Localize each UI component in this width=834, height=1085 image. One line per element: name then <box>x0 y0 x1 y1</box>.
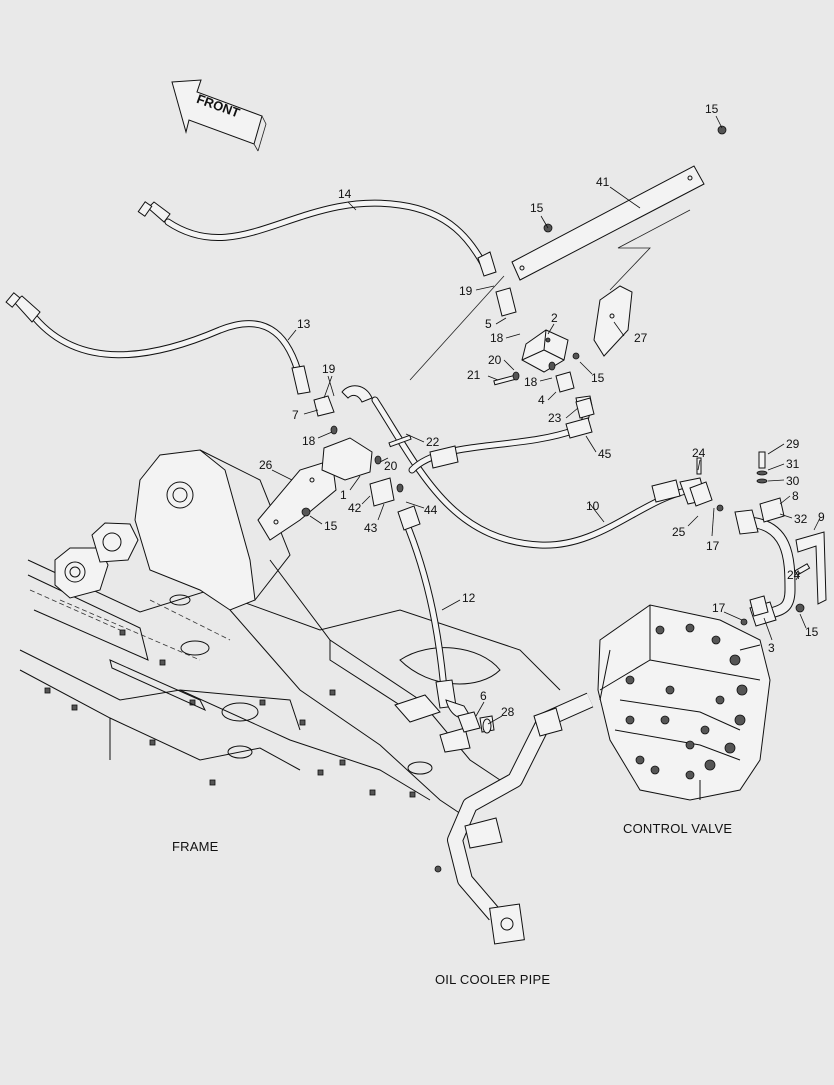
callout-21: 21 <box>467 368 481 382</box>
callout-17a: 17 <box>706 539 720 553</box>
callout-1: 1 <box>340 488 347 502</box>
callout-43: 43 <box>364 521 378 535</box>
callout-4: 4 <box>538 393 545 407</box>
front-direction-arrow: FRONT <box>171 79 267 152</box>
callout-23: 23 <box>548 411 562 425</box>
callout-17b: 17 <box>712 601 726 615</box>
callout-25: 25 <box>672 525 686 539</box>
callout-18c: 18 <box>302 434 316 448</box>
callout-31: 31 <box>786 457 800 471</box>
callout-18b: 18 <box>524 375 538 389</box>
hose-13 <box>5 292 311 395</box>
callout-19b: 19 <box>322 362 336 376</box>
pipe-9-assembly <box>696 451 827 627</box>
hose-45 <box>408 395 593 474</box>
callout-5: 5 <box>485 317 492 331</box>
callout-44: 44 <box>424 503 438 517</box>
caption-control-valve: CONTROL VALVE <box>623 821 732 836</box>
caption-frame: FRAME <box>172 839 219 854</box>
callout-15e: 15 <box>805 625 819 639</box>
callout-29: 29 <box>786 437 800 451</box>
hose-12 <box>397 505 471 719</box>
callout-labels: 15 41 15 14 19 5 2 27 18 13 20 21 18 15 … <box>259 102 825 719</box>
bracket-41 <box>409 165 705 381</box>
control-valve <box>597 604 771 801</box>
oil-cooler-pipe-assembly <box>434 692 594 945</box>
callout-leaders <box>271 115 821 725</box>
callout-2: 2 <box>551 311 558 325</box>
frame-structure <box>19 449 561 821</box>
callout-6: 6 <box>480 689 487 703</box>
callout-24a: 24 <box>692 446 706 460</box>
bracket-27 <box>593 285 633 357</box>
callout-10: 10 <box>586 499 600 513</box>
callout-20b: 20 <box>384 459 398 473</box>
callout-8: 8 <box>792 489 799 503</box>
callout-30: 30 <box>786 474 800 488</box>
callout-41: 41 <box>596 175 610 189</box>
hose-14 <box>137 199 497 277</box>
small-fittings <box>301 125 769 617</box>
callout-22: 22 <box>426 435 440 449</box>
callout-45: 45 <box>598 447 612 461</box>
callout-15a: 15 <box>705 102 719 116</box>
callout-42: 42 <box>348 501 362 515</box>
callout-12: 12 <box>462 591 476 605</box>
callout-15b: 15 <box>530 201 544 215</box>
callout-15c: 15 <box>591 371 605 385</box>
callout-15d: 15 <box>324 519 338 533</box>
caption-oil-cooler-pipe: OIL COOLER PIPE <box>435 972 550 987</box>
callout-20a: 20 <box>488 353 502 367</box>
callout-18a: 18 <box>490 331 504 345</box>
callout-9: 9 <box>818 510 825 524</box>
callout-7: 7 <box>292 408 299 422</box>
callout-26: 26 <box>259 458 273 472</box>
block-2 <box>521 329 569 373</box>
callout-32: 32 <box>794 512 808 526</box>
callout-3: 3 <box>768 641 775 655</box>
callout-24b: 24 <box>787 568 801 582</box>
callout-19a: 19 <box>459 284 473 298</box>
bracket-26 <box>257 437 373 541</box>
callout-13: 13 <box>297 317 311 331</box>
callout-27: 27 <box>634 331 648 345</box>
callout-14: 14 <box>338 187 352 201</box>
callout-28: 28 <box>501 705 515 719</box>
